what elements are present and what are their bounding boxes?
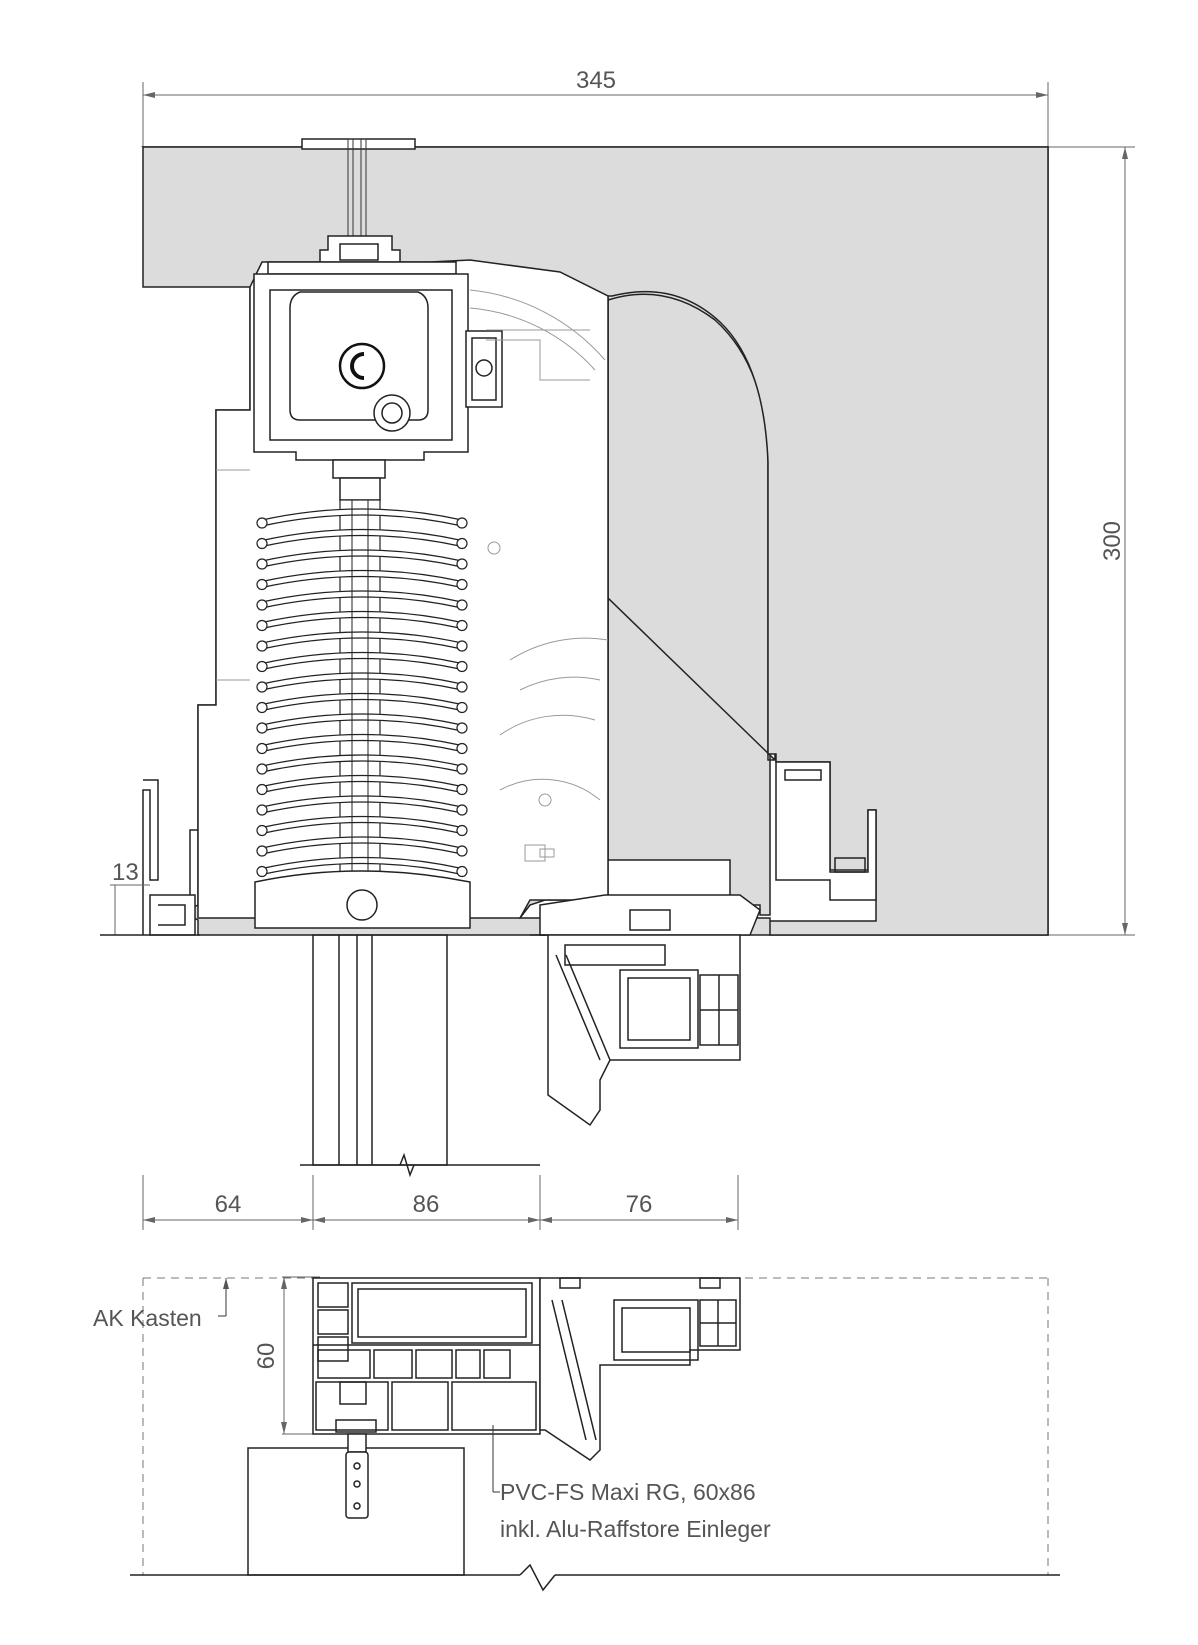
ak-kasten-label: AK Kasten <box>93 1305 202 1331</box>
slat-hook <box>456 845 468 857</box>
dim-bottom-left: 64 <box>215 1191 242 1218</box>
dimension-60: 60 <box>253 1276 320 1435</box>
slat-hook <box>256 701 268 714</box>
dim-left-offset: 13 <box>112 859 139 886</box>
slat-hook <box>256 578 268 591</box>
slat-hook <box>456 660 468 673</box>
background-roller-outline <box>216 289 609 862</box>
slat-hook <box>256 783 268 796</box>
left-anchor: 13 <box>110 859 196 936</box>
slat-hook <box>456 619 468 632</box>
slat-hook <box>256 845 268 857</box>
slat-hook <box>456 824 468 837</box>
dim-bottom-right: 76 <box>626 1191 653 1218</box>
slat-hook <box>256 640 268 652</box>
profile-label-line2: inkl. Alu-Raffstore Einleger <box>500 1516 771 1542</box>
mounting-block <box>247 1433 465 1576</box>
dim-total-height: 300 <box>1099 521 1126 561</box>
slat-hook <box>256 804 268 816</box>
slat-hook <box>256 660 268 673</box>
slat-hook <box>456 701 468 714</box>
slat-hook <box>256 558 268 570</box>
slat-hook <box>256 722 268 734</box>
slat-hook <box>456 599 468 611</box>
slat-hook <box>256 865 268 878</box>
profile-label-line1: PVC-FS Maxi RG, 60x86 <box>500 1479 756 1505</box>
dimension-row-bottom: 64 86 76 <box>142 1175 739 1230</box>
slat-hook <box>456 722 468 734</box>
dimension-300: 300 <box>1048 146 1135 936</box>
slat-hook <box>456 537 468 550</box>
slat-hook <box>256 681 268 693</box>
slat-hook <box>256 537 268 550</box>
profile-annotation: PVC-FS Maxi RG, 60x86 inkl. Alu-Raffstor… <box>500 1479 771 1542</box>
slat-hook <box>456 558 468 570</box>
slat-hook <box>456 517 468 529</box>
slat-hook <box>456 763 468 775</box>
slat-hook <box>456 865 468 878</box>
dim-bottom-middle: 86 <box>413 1191 440 1218</box>
guide-rail <box>300 934 540 1178</box>
window-frame-profile-top <box>539 894 761 1127</box>
right-guide-profile <box>775 761 877 901</box>
slat-hook <box>256 599 268 611</box>
slat-stack <box>256 499 468 881</box>
slat-hook <box>456 578 468 591</box>
pvc-profile-section <box>312 1277 741 1493</box>
slat-hook <box>256 742 268 755</box>
slat-hook <box>456 783 468 796</box>
dimension-345: 345 <box>142 67 1049 148</box>
motor-head <box>253 138 503 501</box>
slat-hook <box>256 824 268 837</box>
slat-hook <box>456 640 468 652</box>
dim-total-width: 345 <box>576 67 616 94</box>
dim-profile-depth: 60 <box>253 1343 280 1370</box>
slat-hook <box>256 763 268 775</box>
slat-hook <box>456 681 468 693</box>
bottom-rail <box>254 870 471 929</box>
slat-hook <box>456 804 468 816</box>
slat-hook <box>256 619 268 632</box>
slat-hook <box>256 517 268 529</box>
slat-hook <box>456 742 468 755</box>
ak-kasten-annotation: AK Kasten <box>93 1278 229 1331</box>
